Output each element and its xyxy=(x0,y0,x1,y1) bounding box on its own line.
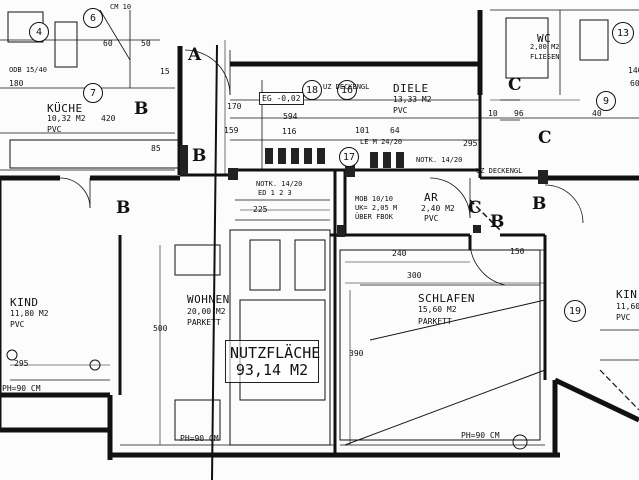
dim-96: 96 xyxy=(514,109,524,118)
marker-16: 16 xyxy=(337,80,357,100)
marker-7: 7 xyxy=(83,83,103,103)
room-floor-schlafen: PARKETT xyxy=(418,317,452,326)
note-le: LE M 24/20 xyxy=(360,138,403,146)
section-letter-b-1: B xyxy=(134,99,149,119)
dim-60: 60 xyxy=(630,79,639,88)
room-name-kueche: KÜCHE xyxy=(47,102,83,115)
room-name-schlafen: SCHLAFEN xyxy=(418,292,475,305)
section-letter-c-2: C xyxy=(538,128,552,148)
section-letter-b-3: B xyxy=(116,198,131,218)
nutzflaeche-box: NUTZFLÄCHE 93,14 M2 xyxy=(225,340,321,383)
room-name-wc: WC xyxy=(537,32,552,45)
dim-390: 390 xyxy=(349,349,364,358)
dim-300: 300 xyxy=(407,271,422,280)
dim-64: 64 xyxy=(390,126,400,135)
note-ph-left: PH=90 CM xyxy=(2,384,41,393)
note-odb: ODB 15/40 xyxy=(9,66,47,74)
room-name-diele: DIELE xyxy=(393,82,429,95)
room-area-wohnen: 20,00 M2 xyxy=(187,307,226,316)
note-uk: UK= 2,05 M xyxy=(355,204,398,212)
section-letter-c-1: C xyxy=(508,75,522,95)
room-floor-kind-left: PVC xyxy=(10,320,25,329)
dimension-lines xyxy=(10,40,580,445)
dim-295-b: 295 xyxy=(14,359,29,368)
room-name-ar: AR xyxy=(424,191,439,204)
column-blocks xyxy=(180,145,548,237)
room-area-wc: 2,00 M2 xyxy=(530,43,560,51)
dim-225: 225 xyxy=(253,205,268,214)
section-letter-b-5: B xyxy=(532,194,547,214)
dim-10: 10 xyxy=(488,109,498,118)
room-area-diele: 13,33 M2 xyxy=(393,95,432,104)
room-area-kind-right: 11,60 xyxy=(616,302,639,311)
dim-159: 159 xyxy=(224,126,239,135)
dim-15: 15 xyxy=(160,67,170,76)
room-area-ar: 2,40 M2 xyxy=(421,204,455,213)
section-letter-b-4: B xyxy=(490,212,505,232)
section-letter-b-2: B xyxy=(192,146,207,166)
section-letter-a: A xyxy=(188,45,202,65)
dim-85: 85 xyxy=(151,144,161,153)
marker-18: 18 xyxy=(302,80,322,100)
section-letter-c-3: C xyxy=(468,198,482,218)
room-floor-ar: PVC xyxy=(424,214,439,223)
marker-9: 9 xyxy=(596,91,616,111)
room-area-schlafen: 15,60 M2 xyxy=(418,305,457,314)
thin-lines xyxy=(0,9,639,446)
dim-140: 140 xyxy=(628,66,639,75)
room-floor-wc: FLIESEN xyxy=(530,53,560,61)
note-uz-deckengl-1: UZ DECKENGL xyxy=(323,83,370,91)
section-line-c xyxy=(469,199,501,231)
room-name-wohnen: WOHNEN xyxy=(187,293,230,306)
dim-594: 594 xyxy=(283,112,298,121)
marker-17: 17 xyxy=(339,147,359,167)
room-floor-diele: PVC xyxy=(393,106,408,115)
note-ph-schlafen: PH=90 CM xyxy=(461,431,500,440)
note-ph-wohnen: PH=90 CM xyxy=(180,434,219,443)
note-uz-deckengl-2: UZ DECKENGL xyxy=(476,167,523,175)
section-line xyxy=(211,44,218,480)
dim-295-a: 295 xyxy=(463,139,478,148)
note-uber: ÜBER FBOK xyxy=(355,213,393,221)
note-notk-1: NOTK. 14/20 xyxy=(256,180,303,188)
section-line-right xyxy=(599,369,639,411)
room-floor-kind-right: PVC xyxy=(616,313,631,322)
room-area-kind-left: 11,80 M2 xyxy=(10,309,49,318)
note-ed: ED 1 2 3 xyxy=(258,189,292,197)
dim-150: 150 xyxy=(510,247,525,256)
nutzflaeche-label: NUTZFLÄCHE xyxy=(230,344,321,362)
eg-label: EG -0,02 xyxy=(259,92,304,105)
dim-180: 180 xyxy=(9,79,24,88)
room-name-kind-left: KIND xyxy=(10,296,39,309)
exterior-walls xyxy=(0,10,639,460)
marker-19: 19 xyxy=(564,300,586,322)
dim-240: 240 xyxy=(392,249,407,258)
dim-116: 116 xyxy=(282,127,297,136)
room-floor-wohnen: PARKETT xyxy=(187,318,221,327)
marker-6: 6 xyxy=(83,8,103,28)
marker-13: 13 xyxy=(612,22,634,44)
dim-40: 40 xyxy=(592,109,602,118)
marker-4: 4 xyxy=(29,22,49,42)
room-floor-kueche: PVC xyxy=(47,125,62,134)
dim-50: 50 xyxy=(141,39,151,48)
dim-500: 500 xyxy=(153,324,168,333)
note-cm: CM 10 xyxy=(110,3,132,11)
dim-170: 170 xyxy=(227,102,242,111)
note-mob: MOB 10/10 xyxy=(355,195,393,203)
room-area-kueche: 10,32 M2 xyxy=(47,114,86,123)
dim-420: 420 xyxy=(101,114,116,123)
dim-101: 101 xyxy=(355,126,370,135)
room-name-kind-right: KIN xyxy=(616,288,638,301)
nutzflaeche-value: 93,14 M2 xyxy=(235,361,309,380)
dim-60-b: 60 xyxy=(103,39,113,48)
note-notk-2: NOTK. 14/20 xyxy=(416,156,463,164)
